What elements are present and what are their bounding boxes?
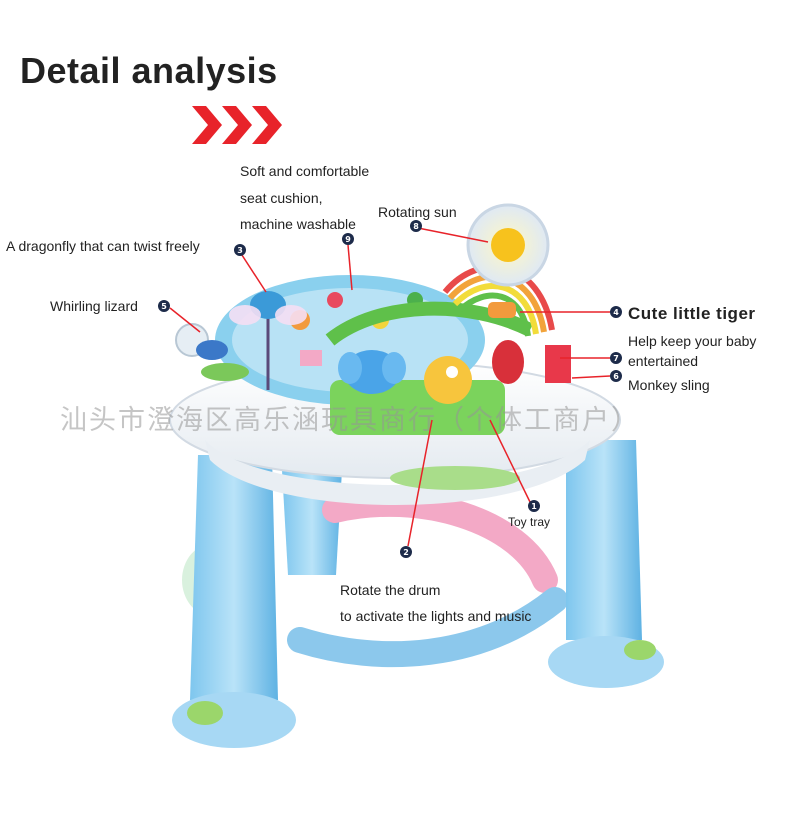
chevron-arrows-icon xyxy=(192,106,282,144)
callout-tiger: Cute little tiger xyxy=(628,304,756,323)
callout-number-badge: 7 xyxy=(610,352,622,364)
callout-number-badge: 4 xyxy=(610,306,622,318)
callout-drum-line2: to activate the lights and music xyxy=(340,608,532,624)
callout-sun: Rotating sun xyxy=(378,204,457,220)
callout-number-badge: 8 xyxy=(410,220,422,232)
callout-drum-line1: Rotate the drum xyxy=(340,582,441,598)
callout-dragonfly: A dragonfly that can twist freely xyxy=(6,238,200,254)
callout-seat-cushion-line2: seat cushion, xyxy=(240,190,323,206)
callout-seat-cushion-line1: Soft and comfortable xyxy=(240,163,370,179)
callout-number-badge: 2 xyxy=(400,546,412,558)
callout-monkey-sling: Monkey sling xyxy=(628,377,710,393)
page-title: Detail analysis xyxy=(20,50,278,91)
callout-toy-tray: Toy tray xyxy=(508,515,551,529)
callout-number-badge: 6 xyxy=(610,370,622,382)
callout-number-badge: 5 xyxy=(158,300,170,312)
callout-lizard: Whirling lizard xyxy=(50,298,138,314)
callout-number-badge: 9 xyxy=(342,233,354,245)
callout-number-badge: 1 xyxy=(528,500,540,512)
callout-number-badge: 3 xyxy=(234,244,246,256)
callout-entertained-line2: entertained xyxy=(628,353,699,369)
callout-entertained-line1: Help keep your baby xyxy=(628,333,757,349)
watermark-text: 汕头市澄海区高乐涵玩具商行（个体工商户） xyxy=(60,405,640,436)
callout-seat-cushion-line3: machine washable xyxy=(240,216,356,232)
